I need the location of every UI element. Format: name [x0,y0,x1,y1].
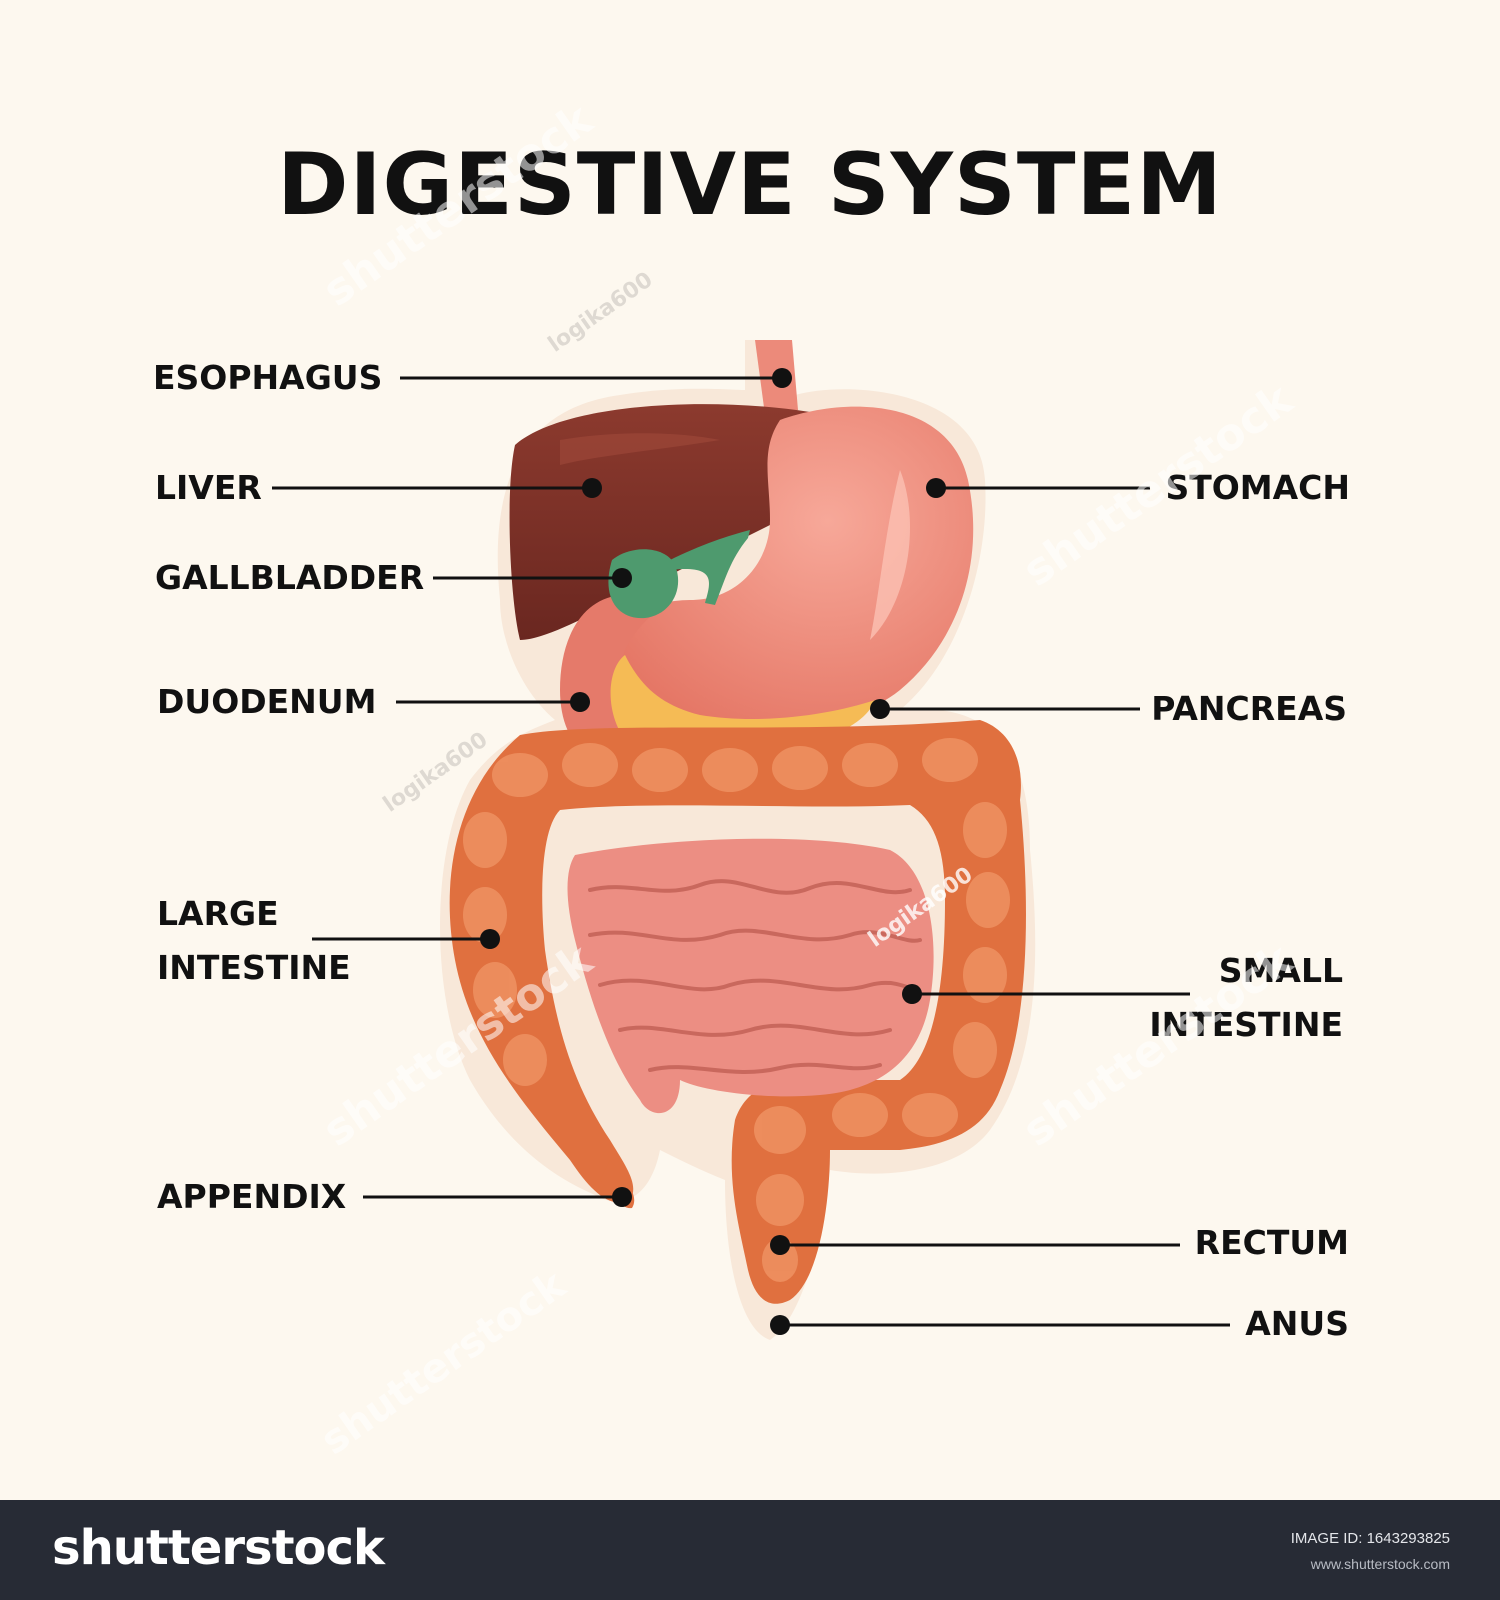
site-url[interactable]: www.shutterstock.com [1310,1556,1450,1572]
label-small-intestine-line2: INTESTINE [1149,1005,1343,1044]
gallbladder-organ [608,549,679,619]
label-liver: LIVER [155,468,262,507]
label-pancreas: PANCREAS [1151,689,1347,728]
diagram-canvas: DIGESTIVE SYSTEM [153,135,1350,1343]
label-gallbladder: GALLBLADDER [155,558,425,597]
label-large-intestine-line1: LARGE [157,894,279,933]
brand-logo[interactable]: shutterstock [52,1520,385,1576]
bile-duct [670,530,750,605]
label-appendix: APPENDIX [157,1177,347,1216]
page-title: DIGESTIVE SYSTEM [277,135,1223,235]
label-large-intestine-line2: INTESTINE [157,948,351,987]
label-esophagus: ESOPHAGUS [153,358,383,397]
duodenum-organ [560,595,660,755]
stomach-organ [609,406,974,734]
image-id: IMAGE ID: 1643293825 [1290,1530,1450,1547]
label-large-intestine: LARGE INTESTINE [157,887,351,995]
label-stomach: STOMACH [1165,468,1350,507]
leader-dots [480,368,946,1335]
small-intestine-organ [567,838,934,1114]
liver-highlight [560,433,720,465]
label-anus: ANUS [1245,1304,1349,1343]
label-small-intestine: SMALL INTESTINE [1149,944,1343,1052]
label-duodenum: DUODENUM [157,682,377,721]
footer-bar: shutterstock IMAGE ID: 1643293825 www.sh… [0,1500,1500,1600]
large-intestine-organ [449,720,1026,1304]
label-small-intestine-line1: SMALL [1218,951,1343,990]
stomach-highlight [870,470,910,640]
digestive-illustration [272,340,1230,1340]
leader-lines [272,376,1230,1327]
label-rectum: RECTUM [1194,1223,1349,1262]
